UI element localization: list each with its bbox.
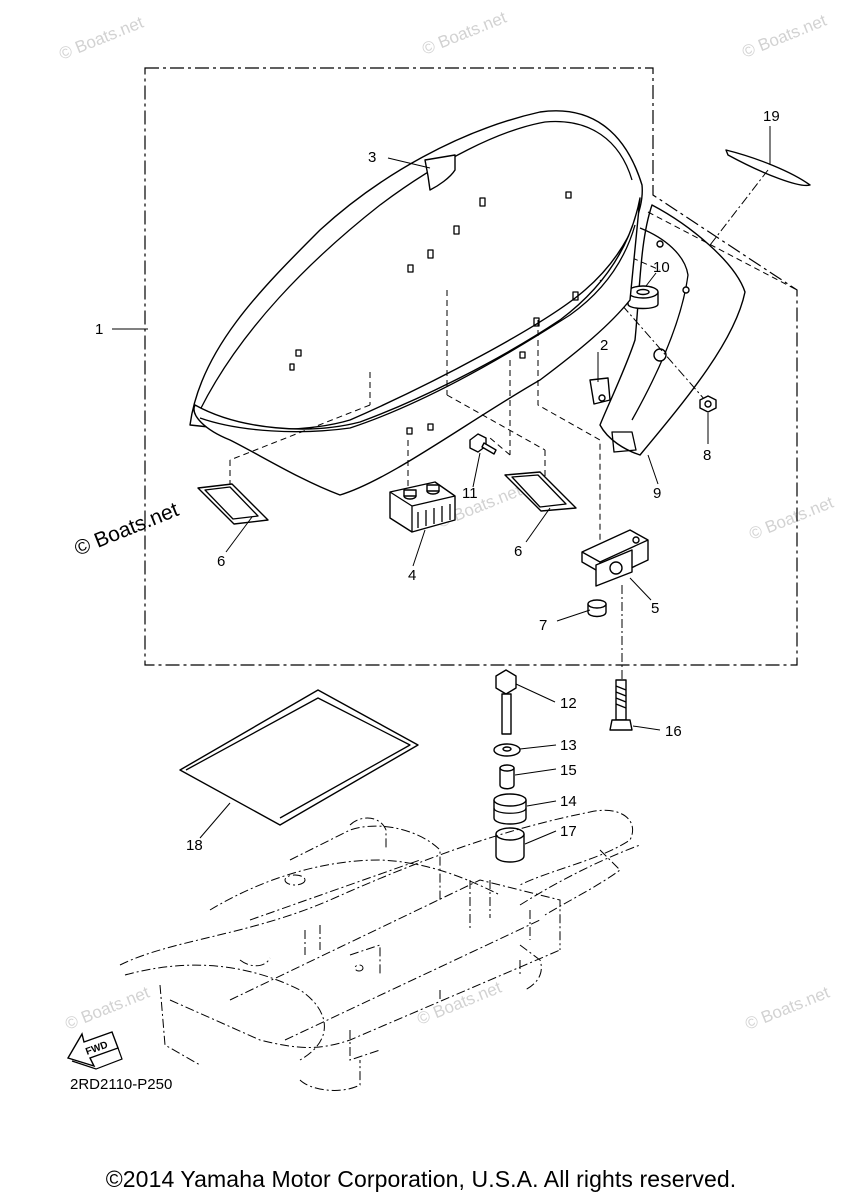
callout-17: 17: [560, 823, 577, 840]
callout-12: 12: [560, 695, 577, 712]
fwd-arrow-icon: FWD: [66, 1031, 123, 1070]
callout-19: 19: [763, 108, 780, 125]
callout-9: 9: [653, 485, 661, 502]
watermark: © Boats.net: [56, 13, 146, 64]
callout-16: 16: [665, 723, 682, 740]
leader-lines: [112, 126, 771, 845]
part-2-clip: [589, 377, 611, 405]
part-17-spacer: [495, 827, 525, 863]
part-9-rear-cover: [599, 204, 746, 456]
part-5-hinge: [581, 529, 649, 587]
callout-15: 15: [560, 762, 577, 779]
callout-6-right: 6: [514, 543, 522, 560]
part-15-collar: [499, 764, 515, 790]
callout-2: 2: [600, 337, 608, 354]
drawing-code: 2RD2110-P250: [70, 1076, 173, 1093]
watermark: © Boats.net: [414, 978, 504, 1029]
part-1-seat: [189, 110, 643, 496]
watermark-main: © Boats.net: [71, 498, 182, 561]
callout-5: 5: [651, 600, 659, 617]
part-18-mat: [179, 689, 419, 826]
callout-18: 18: [186, 837, 203, 854]
part-6-pad-right: [504, 471, 577, 512]
callout-3: 3: [368, 149, 376, 166]
callout-11: 11: [462, 485, 478, 502]
part-4-bracket: [389, 481, 456, 533]
part-13-washer: [493, 743, 521, 757]
vehicle-frame: [119, 809, 641, 1091]
part-19-strip: [699, 149, 811, 259]
callout-14: 14: [560, 793, 577, 810]
part-14-damper: [493, 793, 527, 825]
callout-1: 1: [95, 321, 103, 338]
assembly-frame: [144, 67, 798, 666]
callout-6-left: 6: [217, 553, 225, 570]
watermark: © Boats.net: [746, 493, 836, 544]
watermark: © Boats.net: [62, 983, 152, 1034]
watermark: © Boats.net: [739, 11, 829, 62]
callout-13: 13: [560, 737, 577, 754]
part-11-bolt: [469, 433, 497, 455]
callout-8: 8: [703, 447, 711, 464]
part-8-nut: [699, 395, 717, 413]
callout-labels: 1 2 3 4 5 6 6 7 8 9 10 11 12 13 15 14 17…: [95, 108, 780, 854]
copyright-notice: ©2014 Yamaha Motor Corporation, U.S.A. A…: [105, 1166, 737, 1192]
callout-4: 4: [408, 567, 416, 584]
watermark: © Boats.net: [419, 8, 509, 59]
callout-10: 10: [653, 259, 670, 276]
callout-7: 7: [539, 617, 547, 634]
watermark: © Boats.net: [742, 983, 832, 1034]
part-16-bolt: [609, 679, 633, 731]
part-3-label: [424, 154, 456, 191]
part-10-damper: [627, 285, 659, 310]
part-12-bolt: [495, 669, 517, 735]
part-6-pad-left: [197, 483, 269, 525]
part-7-grommet: [587, 599, 607, 618]
